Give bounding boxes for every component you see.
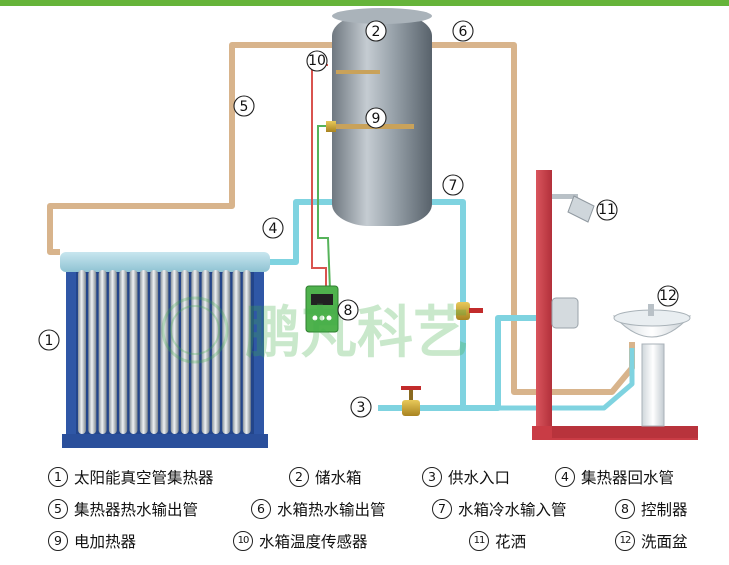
vacuum-tube	[108, 270, 117, 434]
legend-number: 3	[422, 467, 442, 487]
legend-number: 7	[432, 499, 452, 519]
bathroom-wall	[532, 170, 698, 440]
legend-label: 水箱温度传感器	[259, 533, 368, 551]
svg-text:9: 9	[372, 111, 381, 127]
legend-item-1: 1 太阳能真空管集热器	[48, 466, 214, 488]
legend-number: 1	[48, 467, 68, 487]
vacuum-tube	[150, 270, 159, 434]
svg-text:11: 11	[598, 202, 616, 218]
legend-number: 6	[251, 499, 271, 519]
legend: 1 太阳能真空管集热器 2 储水箱 3 供水入口 4 集热器回水管 5 集热器热水输出管 6 水箱热水…	[48, 466, 718, 562]
legend-item-5: 5 集热器热水输出管	[48, 498, 198, 520]
legend-label: 控制器	[641, 501, 688, 519]
vacuum-tube	[129, 270, 138, 434]
vacuum-tube	[211, 270, 220, 434]
svg-text:1: 1	[45, 333, 54, 349]
vacuum-tube	[78, 270, 86, 434]
svg-text:5: 5	[240, 99, 249, 115]
legend-item-3: 3 供水入口	[422, 466, 510, 488]
controller-unit	[305, 285, 339, 333]
legend-number: 10	[233, 531, 253, 551]
vacuum-tube	[201, 270, 210, 434]
legend-item-11: 11 花洒	[469, 530, 526, 552]
legend-number: 11	[469, 531, 489, 551]
callout-9: 9	[365, 107, 387, 129]
callout-4: 4	[262, 217, 284, 239]
vacuum-tube	[191, 270, 200, 434]
tank-cold-input-pipe	[432, 199, 466, 408]
sensor-wire-red	[311, 64, 328, 290]
legend-item-7: 7 水箱冷水输入管	[432, 498, 567, 520]
wash-basin	[612, 304, 692, 427]
legend-label: 集热器回水管	[581, 469, 675, 487]
callout-10: 10	[306, 50, 328, 72]
legend-item-12: 12 洗面盆	[615, 530, 688, 552]
callout-11: 11	[596, 199, 618, 221]
legend-number: 12	[615, 531, 635, 551]
legend-label: 电加热器	[74, 533, 137, 551]
legend-number: 4	[555, 467, 575, 487]
legend-label: 洗面盆	[641, 533, 688, 551]
svg-text:12: 12	[659, 288, 677, 304]
legend-item-10: 10 水箱温度传感器	[233, 530, 368, 552]
supply-inlet-valve	[401, 386, 421, 416]
legend-number: 2	[289, 467, 309, 487]
svg-text:8: 8	[344, 303, 353, 319]
vacuum-tube	[98, 270, 107, 434]
svg-text:7: 7	[449, 178, 458, 194]
shower-head	[552, 194, 595, 223]
top-accent-bar	[0, 0, 729, 6]
heater-wire-green	[317, 125, 331, 291]
legend-item-9: 9 电加热器	[48, 530, 136, 552]
callout-8: 8	[337, 299, 359, 321]
callout-5: 5	[233, 95, 255, 117]
vacuum-tube	[139, 270, 148, 434]
legend-number: 5	[48, 499, 68, 519]
legend-label: 供水入口	[448, 469, 511, 487]
vacuum-tube	[232, 270, 241, 434]
supply-inlet-pipe	[378, 315, 540, 411]
sink-cold-pipe	[498, 348, 635, 411]
legend-label: 储水箱	[315, 469, 362, 487]
vacuum-tube	[170, 270, 179, 434]
callout-7: 7	[442, 174, 464, 196]
vacuum-tube	[242, 270, 251, 434]
wall-mixer-valve	[551, 297, 579, 329]
solar-water-heater-diagram: 鹏芃科艺 1 2 3 4 5 6 7	[38, 8, 698, 448]
vacuum-tube	[119, 270, 128, 434]
legend-item-8: 8 控制器	[615, 498, 688, 520]
legend-label: 集热器热水输出管	[74, 501, 199, 519]
svg-text:3: 3	[357, 400, 366, 416]
legend-label: 太阳能真空管集热器	[74, 469, 214, 487]
vacuum-tube	[222, 270, 231, 434]
vacuum-tube	[88, 270, 97, 434]
svg-text:2: 2	[372, 24, 381, 40]
legend-label: 花洒	[495, 533, 527, 551]
vacuum-tube	[181, 270, 189, 434]
collector-return-pipe	[268, 199, 334, 265]
legend-item-6: 6 水箱热水输出管	[251, 498, 386, 520]
svg-text:4: 4	[269, 221, 278, 237]
svg-text:10: 10	[308, 53, 326, 69]
legend-item-4: 4 集热器回水管	[555, 466, 674, 488]
vacuum-tube	[160, 270, 169, 434]
legend-number: 8	[615, 499, 635, 519]
callout-1: 1	[38, 329, 60, 351]
collector-hot-output-pipe	[47, 42, 334, 255]
svg-text:6: 6	[459, 24, 468, 40]
callout-12: 12	[657, 285, 679, 307]
callout-2: 2	[365, 20, 387, 42]
tank-inlet-valve	[456, 302, 483, 320]
callout-6: 6	[452, 20, 474, 42]
legend-item-2: 2 储水箱	[289, 466, 362, 488]
callout-3: 3	[350, 396, 372, 418]
legend-label: 水箱热水输出管	[277, 501, 386, 519]
legend-number: 9	[48, 531, 68, 551]
legend-label: 水箱冷水输入管	[458, 501, 567, 519]
